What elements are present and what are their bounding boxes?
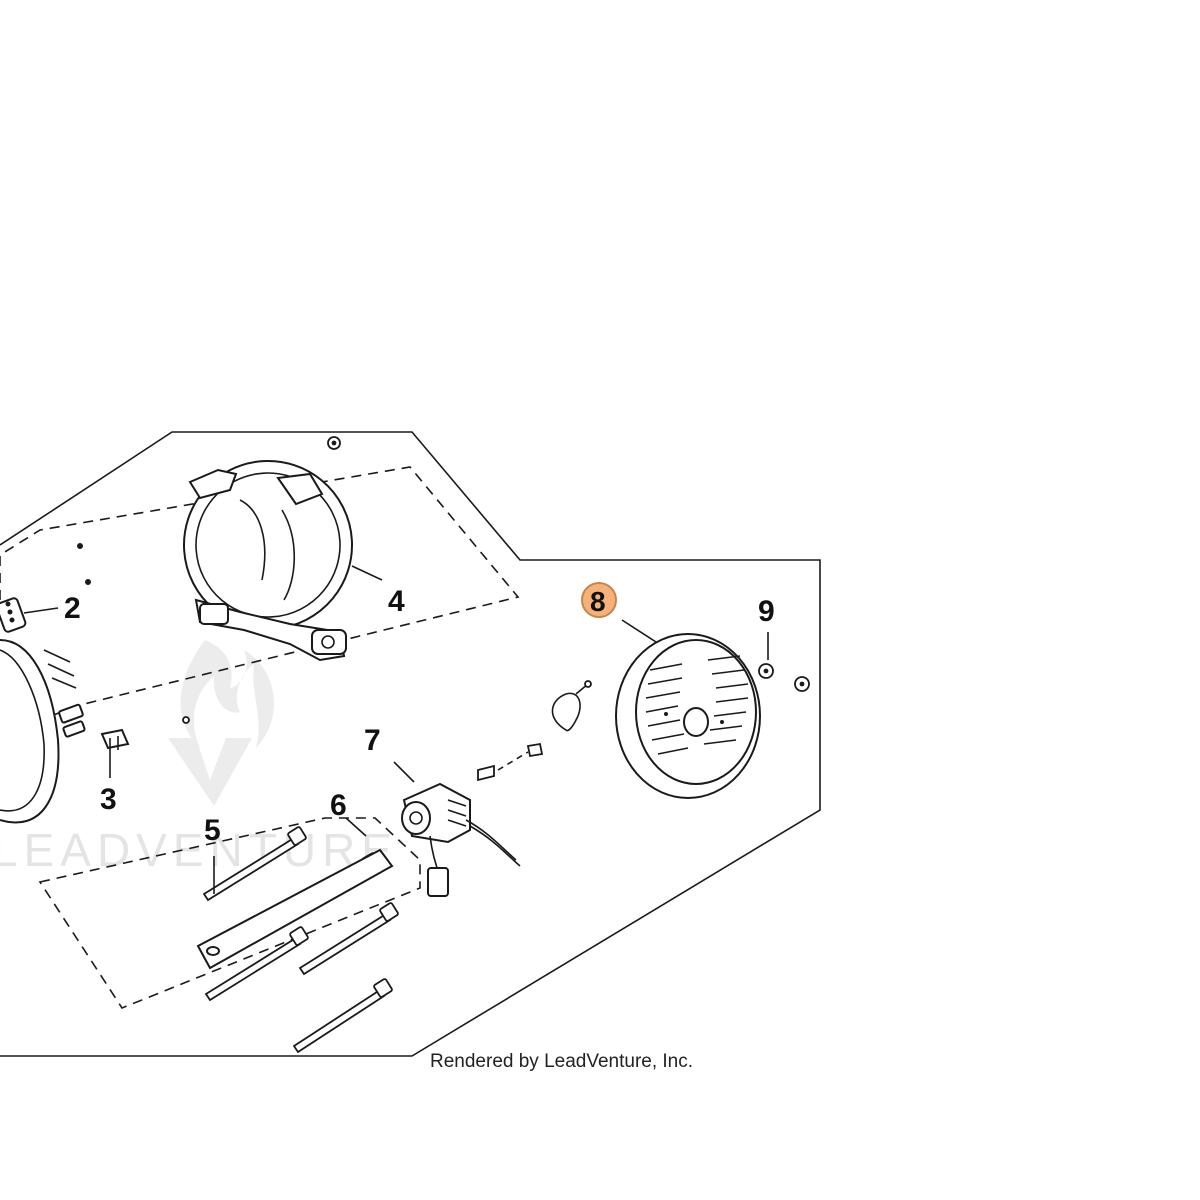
rendered-by-credit: Rendered by LeadVenture, Inc. [430,1051,693,1072]
dashed-group-upper [0,466,520,736]
callout-3[interactable]: 3 [100,783,117,816]
part-5-long-bolt [202,826,307,902]
callout-8-highlight [581,582,617,618]
part-8-fan-cover [615,619,761,799]
assembly-boundary [0,431,821,1057]
part-7-regulator [393,742,544,897]
housing-top-bolt [327,436,341,450]
callout-8[interactable]: 8 [590,586,606,617]
part-3-bracket [100,728,130,778]
part-9-screws [758,632,810,692]
part-2-terminal-block [0,543,91,633]
generator-stator [0,639,86,824]
part-4-end-housing [182,460,383,724]
callouts: 2 3 4 5 6 7 8 9 [64,582,775,847]
flame-logo-icon [180,640,274,748]
callout-5[interactable]: 5 [204,814,221,847]
grille-slots [645,655,749,755]
watermark-text: LEADVENTURE [0,824,398,876]
v-logo-icon [168,738,252,806]
leadventure-watermark: LEADVENTURE [0,640,398,876]
dashed-group-lower [38,817,421,1009]
callout-6[interactable]: 6 [330,789,347,822]
callout-2[interactable]: 2 [64,592,81,625]
callout-9[interactable]: 9 [758,595,775,628]
zip-tie [551,680,592,732]
callout-4[interactable]: 4 [388,585,405,618]
part-6-stud-bolts [196,817,399,1054]
callout-7[interactable]: 7 [364,724,381,757]
